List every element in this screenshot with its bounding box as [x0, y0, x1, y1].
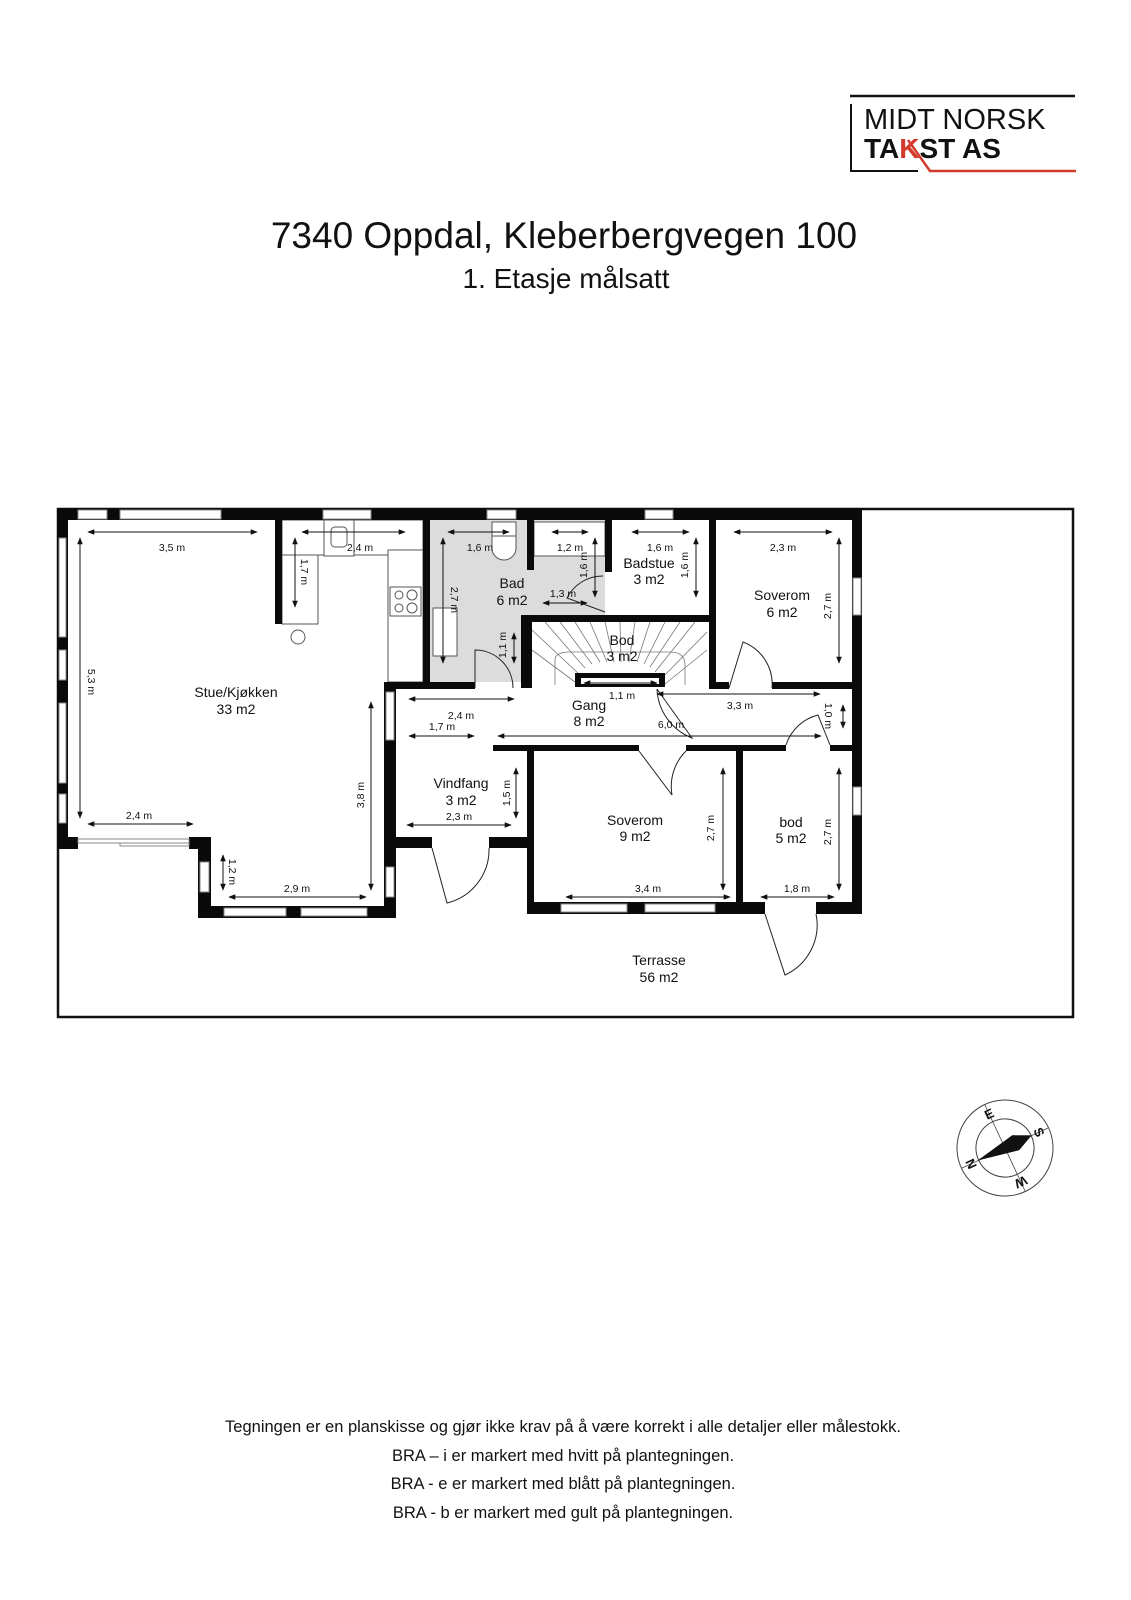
room-area: 6 m2: [766, 604, 797, 620]
room-area: 8 m2: [573, 713, 604, 729]
dimension-label: 1,0 m: [822, 703, 834, 730]
burner-icon: [406, 602, 418, 614]
dimension-label: 2,4 m: [126, 810, 153, 822]
room-area: 33 m2: [217, 701, 256, 717]
logo-line1: MIDT NORSK: [864, 104, 1046, 136]
room-area: 3 m2: [633, 571, 664, 587]
dimension-label: 3,5 m: [159, 542, 186, 554]
windows: [58, 509, 862, 917]
burner-icon: [406, 589, 418, 601]
logo-line2: TAKST AS: [864, 133, 1001, 164]
room-name: Gang: [572, 697, 606, 713]
dimension-label: 5,3 m: [85, 669, 97, 696]
footer-note: BRA - b er markert med gult på plantegni…: [393, 1504, 733, 1522]
dimension-label: 1,7 m: [298, 559, 310, 586]
toilet-tank: [491, 521, 517, 537]
dimension-label: 1,2 m: [557, 542, 584, 554]
compass-e: E: [982, 1105, 996, 1122]
room-name: Vindfang: [433, 775, 488, 791]
page-title: 7340 Oppdal, Kleberbergvegen 100: [271, 215, 857, 256]
dimension-label: 2,7 m: [705, 815, 717, 842]
compass-rose: N E S W: [956, 1099, 1054, 1197]
dimension-label: 2,7 m: [448, 587, 460, 614]
burner-icon: [394, 603, 404, 613]
sliding-door: [77, 838, 190, 844]
kitchen-fixtures: [281, 519, 424, 683]
room-name: bod: [779, 814, 802, 830]
company-logo: MIDT NORSK TAKST AS: [850, 94, 1076, 173]
room-area: 3 m2: [445, 792, 476, 808]
room-name: Soverom: [607, 812, 663, 828]
dimension-label: 1,3 m: [550, 588, 577, 600]
room-labels: Stue/Kjøkken 33 m2 Bad 6 m2 Badstue 3 m2…: [194, 555, 810, 985]
dimension-label: 1,1 m: [609, 690, 636, 702]
room-area: 3 m2: [606, 648, 637, 664]
dimension-label: 2,7 m: [822, 819, 834, 846]
compass-n: N: [962, 1156, 980, 1171]
shower-tray: [432, 607, 458, 657]
room-area: 9 m2: [619, 828, 650, 844]
dimension-label: 1,6 m: [679, 552, 691, 579]
room-name: Terrasse: [632, 952, 686, 968]
compass-needle-icon: [978, 1135, 1032, 1161]
dimension-label: 1,5 m: [501, 780, 513, 807]
room-area: 6 m2: [496, 592, 527, 608]
dimension-label: 2,4 m: [347, 542, 374, 554]
footer-note: BRA – i er markert med hvitt på plantegn…: [392, 1447, 734, 1465]
dimension-label: 1,6 m: [578, 552, 590, 579]
dimension-label: 2,3 m: [770, 542, 797, 554]
sink-basin-icon: [330, 526, 348, 548]
dimension-label: 2,4 m: [448, 710, 475, 722]
dimension-label: 1,1 m: [497, 632, 509, 659]
toilet-icon: [491, 535, 517, 561]
room-area: 56 m2: [640, 969, 679, 985]
footer-note: Tegningen er en planskisse og gjør ikke …: [225, 1418, 901, 1436]
dimension-label: 2,7 m: [822, 593, 834, 620]
burner-icon: [394, 590, 404, 600]
dimension-label: 3,3 m: [727, 700, 754, 712]
dimension-label: 2,9 m: [284, 883, 311, 895]
room-name: Soverom: [754, 587, 810, 603]
dimension-label: 1,6 m: [647, 542, 674, 554]
dimension-label: 3,4 m: [635, 883, 662, 895]
room-area: 5 m2: [775, 830, 806, 846]
footer-notes: Tegningen er en planskisse og gjør ikke …: [225, 1418, 901, 1522]
compass-s: S: [1030, 1125, 1047, 1139]
bathroom-floor: [430, 520, 605, 682]
room-name: Badstue: [623, 555, 675, 571]
page-subtitle: 1. Etasje målsatt: [463, 263, 670, 294]
dimension-label: 1,7 m: [429, 721, 456, 733]
dimension-label: 1,8 m: [784, 883, 811, 895]
room-name: Stue/Kjøkken: [194, 684, 277, 700]
footer-note: BRA - e er markert med blått på plantegn…: [391, 1475, 736, 1493]
dimension-label: 6,0 m: [658, 719, 685, 731]
room-name: Bad: [500, 575, 525, 591]
stove: [389, 586, 422, 617]
dimension-label: 1,2 m: [226, 859, 238, 886]
dimension-label: 1,6 m: [467, 542, 494, 554]
dimension-label: 2,3 m: [446, 811, 473, 823]
column-icon: [290, 629, 306, 645]
room-name: Bod: [610, 632, 635, 648]
logo-accent-line: [906, 139, 1076, 173]
dimension-label: 3,8 m: [355, 782, 367, 809]
